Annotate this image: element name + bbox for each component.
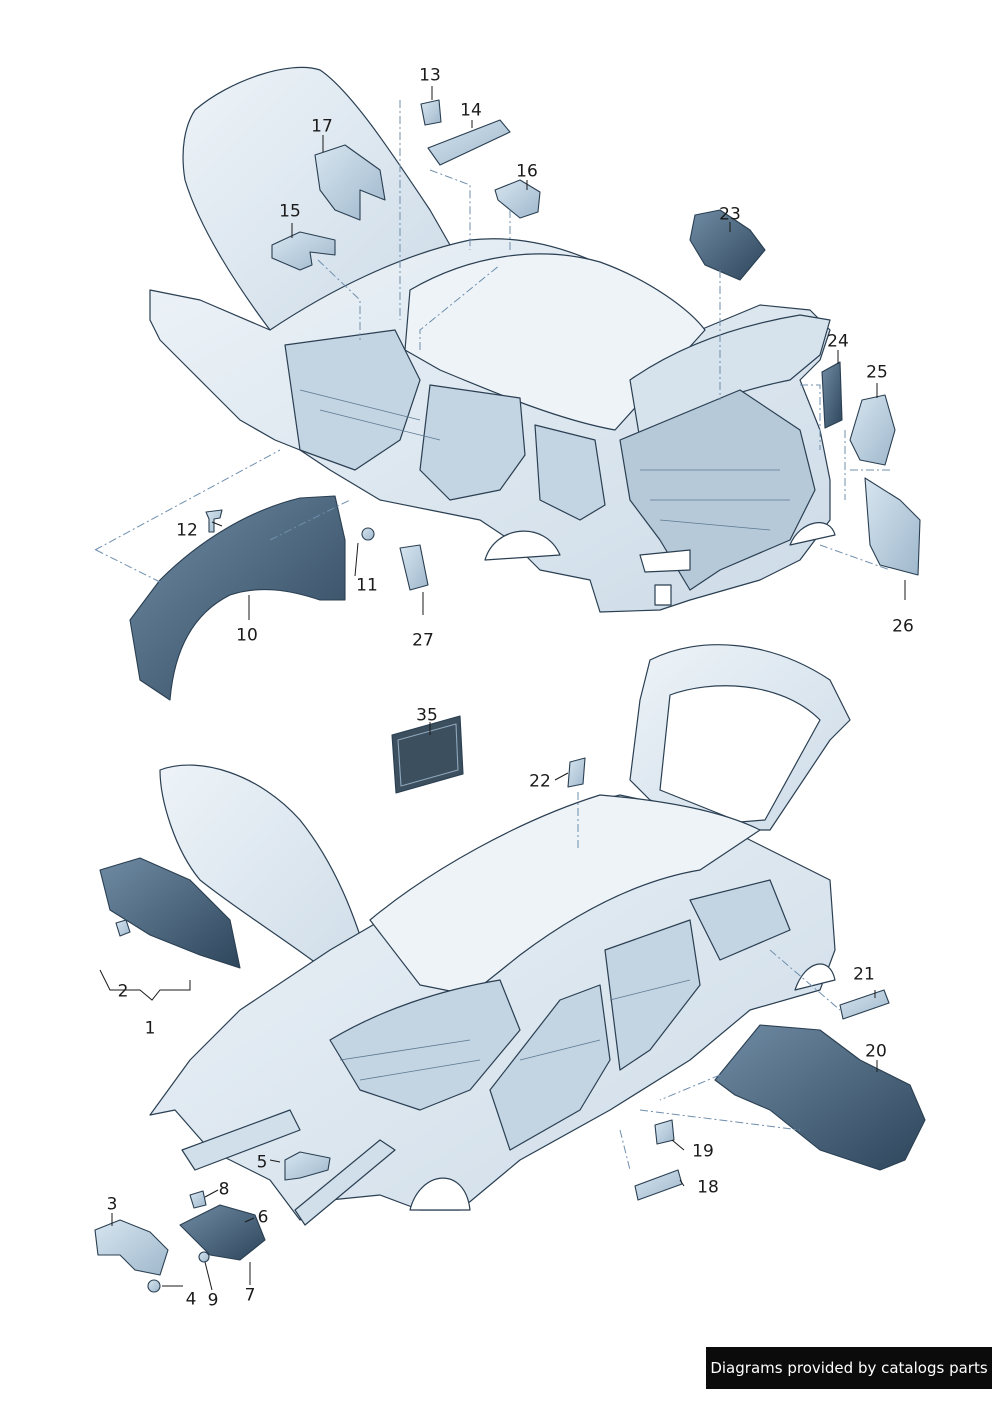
callout-19: 19 bbox=[692, 1141, 714, 1162]
part-13 bbox=[420, 99, 442, 126]
part-25 bbox=[849, 394, 896, 466]
callout-10: 10 bbox=[236, 625, 258, 646]
part-14 bbox=[427, 119, 511, 166]
callout-4: 4 bbox=[185, 1289, 197, 1310]
callout-16: 16 bbox=[516, 161, 538, 182]
callout-11: 11 bbox=[356, 575, 378, 596]
upper-hood bbox=[182, 66, 451, 331]
part-27 bbox=[399, 544, 429, 591]
callout-18: 18 bbox=[697, 1177, 719, 1198]
callout-24: 24 bbox=[827, 331, 849, 352]
part-26 bbox=[864, 477, 921, 576]
callout-7: 7 bbox=[244, 1285, 256, 1306]
part-22 bbox=[567, 757, 586, 788]
callout-20: 20 bbox=[865, 1041, 887, 1062]
part-11-clip bbox=[361, 527, 375, 541]
callout-3: 3 bbox=[106, 1194, 118, 1215]
part-35-inner bbox=[397, 723, 459, 787]
callout-14: 14 bbox=[460, 100, 482, 121]
lower-body-shell bbox=[149, 644, 851, 1226]
lower-roof bbox=[369, 794, 761, 996]
part-35 bbox=[391, 715, 464, 794]
part-5 bbox=[284, 1151, 331, 1181]
callout-23: 23 bbox=[719, 204, 741, 225]
part-6 bbox=[179, 1204, 266, 1261]
lower-parts bbox=[94, 715, 926, 1293]
part-4-nut bbox=[147, 1279, 161, 1293]
callout-2: 2 bbox=[117, 981, 129, 1002]
callout-17: 17 bbox=[311, 116, 333, 137]
upper-leaders bbox=[94, 100, 891, 583]
callout-27: 27 bbox=[412, 630, 434, 651]
callout-12: 12 bbox=[176, 520, 198, 541]
callout-15: 15 bbox=[279, 201, 301, 222]
callout-26: 26 bbox=[892, 616, 914, 637]
callout-13: 13 bbox=[419, 65, 441, 86]
callout-22: 22 bbox=[529, 771, 551, 792]
callout-1: 1 bbox=[144, 1018, 156, 1039]
part-21 bbox=[839, 989, 890, 1020]
part-10-liner bbox=[129, 495, 346, 701]
part-19 bbox=[654, 1119, 675, 1145]
upper-body-shell bbox=[149, 66, 836, 613]
part-3 bbox=[94, 1219, 169, 1276]
part-2-clip bbox=[115, 919, 131, 937]
part-18 bbox=[634, 1169, 683, 1201]
part-16 bbox=[494, 179, 541, 219]
part-23 bbox=[689, 209, 766, 281]
callout-25: 25 bbox=[866, 362, 888, 383]
part-8 bbox=[189, 1190, 207, 1209]
callout-8: 8 bbox=[218, 1179, 230, 1200]
part-24 bbox=[821, 361, 843, 429]
callout-leader-lines bbox=[99, 86, 906, 1291]
footer-attribution-text: Diagrams provided by catalogs parts bbox=[710, 1359, 988, 1377]
part-2-insulator bbox=[99, 857, 241, 969]
callout-9: 9 bbox=[207, 1290, 219, 1311]
callout-6: 6 bbox=[257, 1207, 269, 1228]
lower-leaders bbox=[577, 792, 841, 1171]
part-9-nut bbox=[198, 1251, 210, 1263]
upper-parts bbox=[129, 99, 921, 701]
callout-21: 21 bbox=[853, 964, 875, 985]
callout-5: 5 bbox=[256, 1152, 268, 1173]
footer-attribution: Diagrams provided by catalogs parts bbox=[706, 1347, 992, 1389]
part-15 bbox=[271, 231, 336, 271]
part-12-screw bbox=[205, 509, 223, 533]
part-20-floor-panel bbox=[714, 1024, 926, 1171]
part-17 bbox=[314, 144, 386, 221]
callout-35: 35 bbox=[416, 705, 438, 726]
